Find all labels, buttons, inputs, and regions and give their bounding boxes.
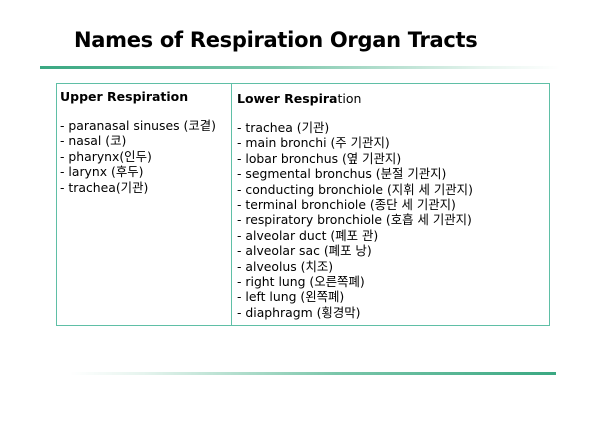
upper-respiration-heading: Upper Respiration [60,89,231,104]
list-item: - left lung (왼쪽폐) [237,289,345,305]
upper-heading-text: Upper Respiration [60,89,189,104]
lower-respiration-column: Lower Respiration - trachea (기관) - main … [232,84,549,325]
list-item: - alveolar sac (폐포 낭) [237,243,372,259]
list-item: - terminal bronchiole (종단 세 기관지) [237,197,456,213]
list-item: - right lung (오른쪽폐) [237,274,365,290]
list-item: - main bronchi (주 기관지) [237,135,390,151]
list-item: - alveolus (치조) [237,258,334,274]
list-item: - lobar bronchus (옆 기관지) [237,150,402,166]
list-item: - respiratory bronchiole (호흡 세 기관지) [237,212,472,228]
list-item: - diaphragm (횡경막) [237,304,361,320]
bottom-divider [70,372,556,375]
list-item: - larynx (후두) [60,164,144,180]
top-divider [40,66,560,69]
list-item: - nasal (코) [60,133,127,149]
list-item: - segmental bronchus (분절 기관지) [237,166,447,182]
lower-respiration-list: - trachea (기관) - main bronchi (주 기관지) - … [237,120,549,320]
upper-respiration-list: - paranasal sinuses (코곁) - nasal (코) - p… [60,118,231,195]
list-item: - pharynx(인두) [60,148,152,164]
list-item: - trachea(기관) [60,179,149,195]
list-item: - conducting bronchiole (지휘 세 기관지) [237,181,473,197]
list-item: - paranasal sinuses (코곁) [60,118,216,133]
slide-title: Names of Respiration Organ Tracts [74,28,478,52]
lower-respiration-heading: Lower Respiration [237,91,549,106]
list-item: - trachea (기관) [237,120,330,135]
upper-respiration-column: Upper Respiration - paranasal sinuses (코… [57,84,232,325]
respiration-table: Upper Respiration - paranasal sinuses (코… [56,83,550,326]
list-item: - alveolar duct (폐포 관) [237,227,379,243]
lower-heading-bold: Lower Respira [237,91,338,106]
lower-heading-rest: tion [337,91,362,106]
